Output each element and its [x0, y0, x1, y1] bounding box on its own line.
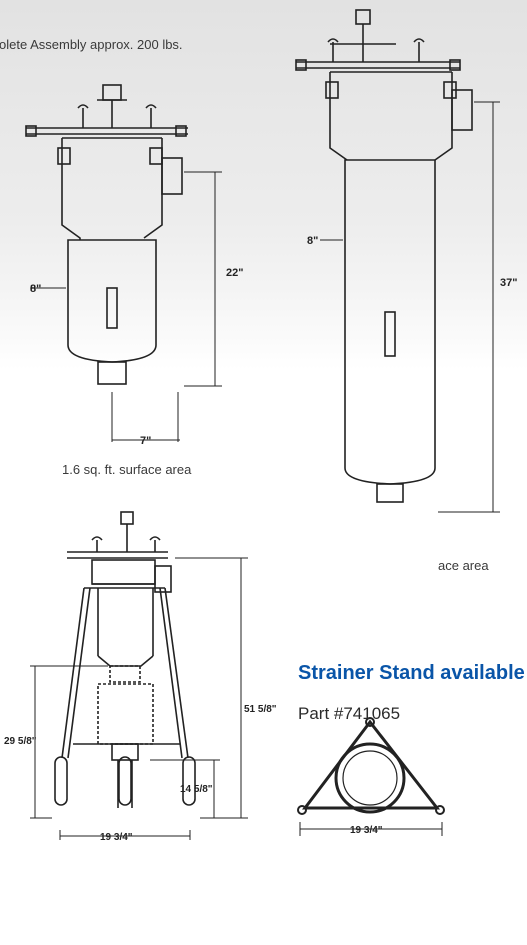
stand-mid-height-label: 29 5/8" [4, 736, 37, 747]
strainer-stand-part-number: Part #741065 [298, 704, 401, 723]
strainer-stand-assembly-drawing [30, 511, 248, 840]
top-view-width-label: 19 3/4" [350, 825, 383, 836]
small-surface-area-caption: 1.6 sq. ft. surface area [62, 462, 192, 477]
stand-base-width-label: 19 3/4" [100, 832, 133, 843]
assembly-weight-note: olete Assembly approx. 200 lbs. [0, 37, 183, 52]
small-outlet-label: 7" [140, 435, 151, 447]
large-diameter-label: 8" [307, 235, 318, 247]
small-height-label: 22" [226, 267, 243, 279]
stand-low-height-label: 14 5/8" [180, 784, 213, 795]
large-strainer-drawing [295, 9, 500, 513]
stand-top-view-drawing [297, 717, 445, 836]
strainer-stand-heading: Strainer Stand available [298, 662, 525, 684]
small-diameter-label: 8" [30, 283, 41, 295]
large-surface-area-caption: ace area [438, 558, 489, 573]
large-height-label: 37" [500, 277, 517, 289]
small-strainer-drawing [25, 84, 222, 442]
stand-height-label: 51 5/8" [244, 704, 277, 715]
